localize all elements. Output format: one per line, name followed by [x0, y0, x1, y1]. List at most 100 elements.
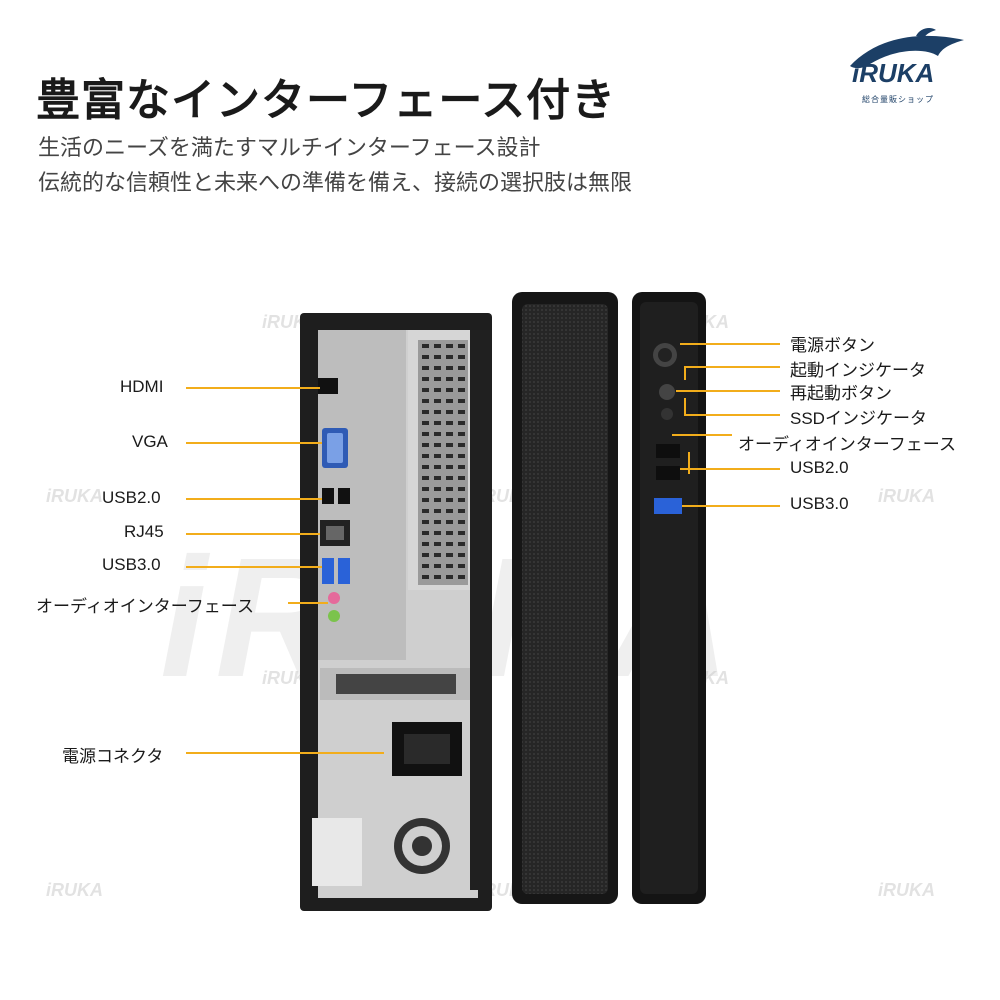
- vent-hole: [434, 421, 441, 425]
- vent-hole: [458, 366, 465, 370]
- leader-line-vga: [186, 442, 322, 444]
- leader-line-ssd-indicator: [684, 414, 780, 416]
- vent-hole: [458, 344, 465, 348]
- label-rear-usb30: USB3.0: [102, 555, 161, 574]
- vent-hole: [422, 454, 429, 458]
- vent-hole: [458, 388, 465, 392]
- leader-line-usb20: [186, 498, 322, 500]
- leader-line-front-audio: [672, 434, 732, 436]
- vent-hole: [446, 454, 453, 458]
- vent-hole: [422, 498, 429, 502]
- vent-hole: [434, 465, 441, 469]
- vent-hole: [446, 476, 453, 480]
- vent-hole: [446, 366, 453, 370]
- vent-hole: [434, 564, 441, 568]
- vent-hole: [434, 553, 441, 557]
- vent-hole: [434, 443, 441, 447]
- vent-hole: [422, 465, 429, 469]
- label-rear-usb20: USB2.0: [102, 488, 161, 507]
- page-title: 豊富なインターフェース付き: [36, 75, 617, 126]
- label-front-start-indicator: 起動インジケータ: [790, 361, 926, 380]
- vent-hole: [434, 476, 441, 480]
- vent-hole: [446, 421, 453, 425]
- vent-hole: [446, 487, 453, 491]
- vent-hole: [458, 553, 465, 557]
- label-rear-power-connector: 電源コネクタ: [62, 747, 164, 766]
- vent-hole: [446, 377, 453, 381]
- vent-hole: [434, 399, 441, 403]
- label-rear-rj45: RJ45: [124, 522, 164, 541]
- vent-hole: [458, 399, 465, 403]
- vent-hole: [422, 564, 429, 568]
- page-subtitle-line-1: 生活のニーズを満たすマルチインターフェース設計: [38, 136, 541, 161]
- leader-line-start-indicator-v: [684, 366, 686, 380]
- vent-hole: [422, 377, 429, 381]
- vent-hole: [446, 542, 453, 546]
- vent-hole: [458, 377, 465, 381]
- label-front-audio: オーディオインターフェース: [738, 435, 956, 454]
- vent-hole: [458, 454, 465, 458]
- vent-hole: [458, 520, 465, 524]
- vent-hole: [458, 432, 465, 436]
- page-subtitle-line-2: 伝統的な信頼性と未来への準備を備え、接続の選択肢は無限: [38, 171, 633, 196]
- vent-hole: [434, 498, 441, 502]
- vent-hole: [422, 344, 429, 348]
- vent-hole: [446, 553, 453, 557]
- vent-hole: [434, 355, 441, 359]
- vent-hole: [422, 509, 429, 513]
- leader-line-usb30: [186, 566, 322, 568]
- vent-hole: [422, 355, 429, 359]
- vent-hole: [458, 355, 465, 359]
- vent-hole: [422, 476, 429, 480]
- vent-hole: [434, 366, 441, 370]
- logo-tagline: 総合量販ショップ: [862, 95, 934, 104]
- leader-line-rj45: [186, 533, 320, 535]
- vent-hole: [422, 432, 429, 436]
- vent-hole: [422, 410, 429, 414]
- vent-hole: [422, 575, 429, 579]
- leader-line-restart-button: [676, 390, 780, 392]
- vent-hole: [458, 443, 465, 447]
- leader-line-audio: [288, 602, 328, 604]
- dolphin-logo-icon: [850, 28, 964, 69]
- label-front-usb20: USB2.0: [790, 458, 849, 477]
- vent-hole: [458, 421, 465, 425]
- leader-line-power-button: [680, 343, 780, 345]
- vent-hole: [458, 465, 465, 469]
- vent-hole: [458, 410, 465, 414]
- vent-hole: [434, 344, 441, 348]
- vent-hole: [434, 531, 441, 535]
- vent-hole: [434, 454, 441, 458]
- watermark-text: iRUKA: [878, 486, 935, 506]
- vent-hole: [434, 388, 441, 392]
- vent-hole: [458, 531, 465, 535]
- watermark-text: iRUKA: [46, 880, 103, 900]
- vent-hole: [458, 564, 465, 568]
- label-rear-vga: VGA: [132, 432, 168, 451]
- vent-hole: [446, 355, 453, 359]
- label-rear-audio: オーディオインターフェース: [36, 597, 254, 616]
- vent-hole: [446, 465, 453, 469]
- vent-hole: [422, 553, 429, 557]
- vent-hole: [434, 487, 441, 491]
- watermark-text: iRUKA: [878, 880, 935, 900]
- vent-hole: [422, 399, 429, 403]
- vent-hole: [446, 531, 453, 535]
- vent-hole: [446, 399, 453, 403]
- leader-line-power-connector: [186, 752, 384, 754]
- vent-hole: [434, 542, 441, 546]
- label-front-restart-button: 再起動ボタン: [790, 384, 892, 403]
- vent-hole: [422, 421, 429, 425]
- label-front-ssd-indicator: SSDインジケータ: [790, 409, 927, 428]
- vent-hole: [458, 498, 465, 502]
- vent-hole: [458, 487, 465, 491]
- watermark-text: iRUKA: [46, 486, 103, 506]
- vent-hole: [446, 575, 453, 579]
- vent-hole: [446, 509, 453, 513]
- leader-line-front-usb30: [682, 505, 780, 507]
- vent-hole: [422, 542, 429, 546]
- vent-hole: [446, 388, 453, 392]
- vent-hole: [446, 443, 453, 447]
